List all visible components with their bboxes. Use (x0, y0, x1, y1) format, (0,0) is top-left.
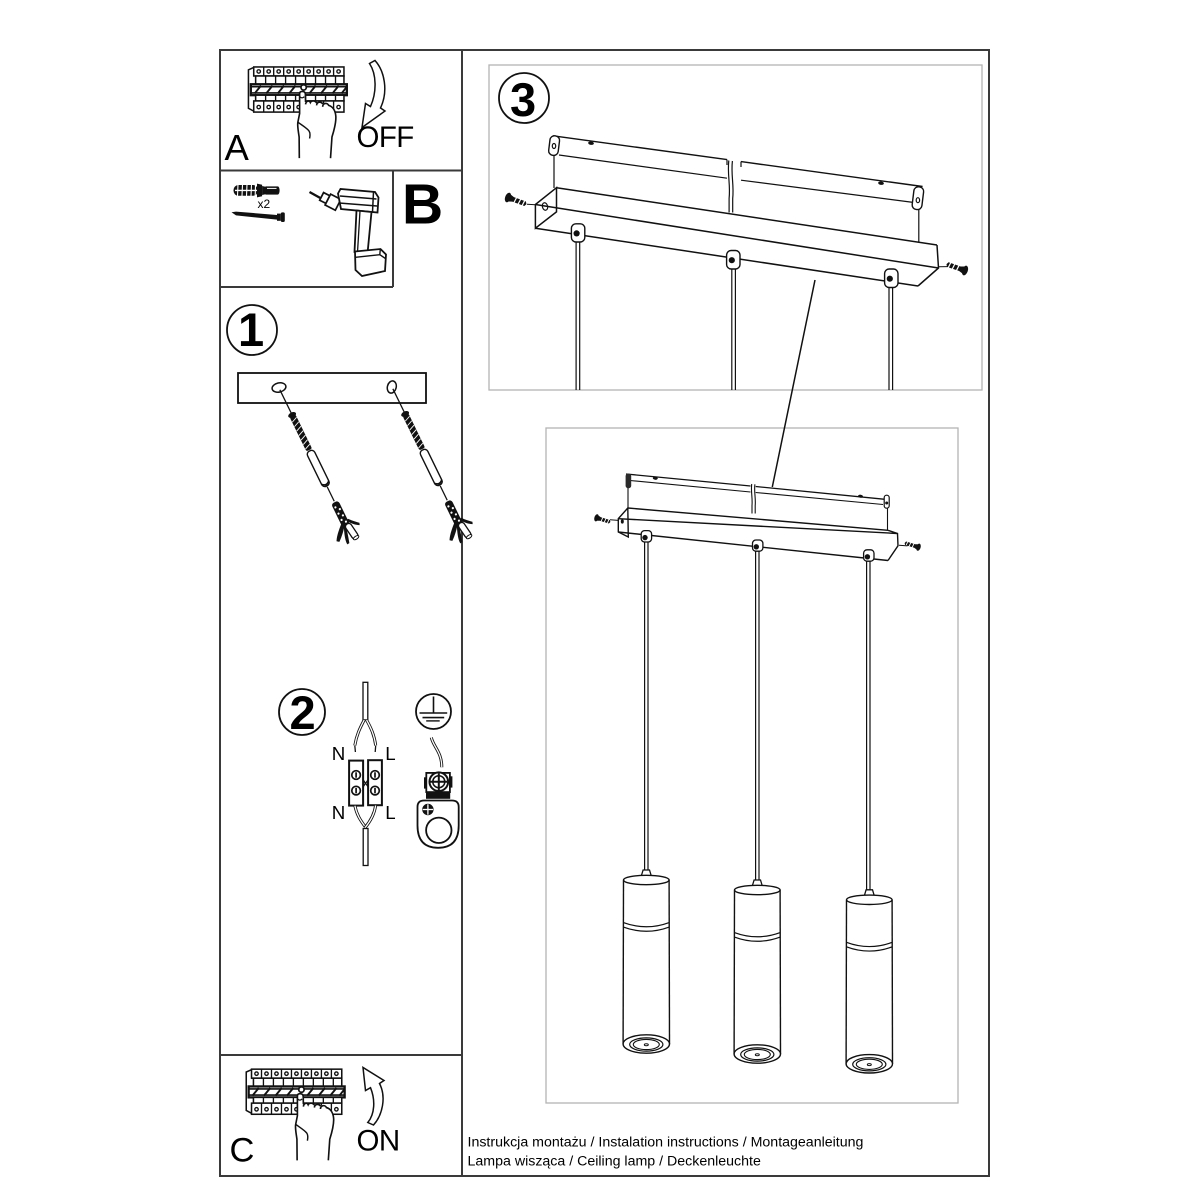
svg-text:ON: ON (357, 1125, 400, 1158)
svg-text:C: C (230, 1132, 255, 1170)
svg-text:Instrukcja montażu / Instalati: Instrukcja montażu / Instalation instruc… (468, 1134, 864, 1150)
svg-text:x2: x2 (258, 197, 271, 211)
svg-text:A: A (225, 127, 250, 168)
svg-text:1: 1 (238, 303, 264, 356)
svg-text:3: 3 (510, 73, 536, 126)
svg-text:2: 2 (290, 686, 316, 739)
svg-text:N: N (332, 743, 346, 764)
svg-text:L: L (385, 743, 395, 764)
svg-text:OFF: OFF (357, 121, 414, 154)
svg-text:Lampa wisząca / Ceiling lamp /: Lampa wisząca / Ceiling lamp / Deckenleu… (468, 1154, 761, 1170)
svg-text:B: B (402, 173, 443, 237)
svg-text:L: L (385, 802, 395, 823)
svg-text:N: N (332, 802, 346, 823)
